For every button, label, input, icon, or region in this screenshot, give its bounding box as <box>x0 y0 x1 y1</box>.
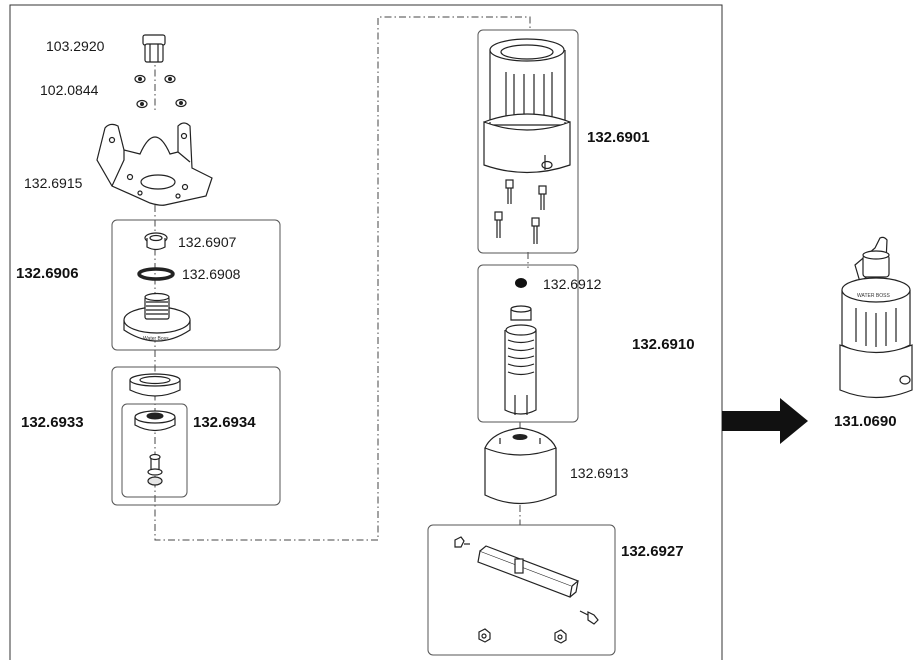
label-132-6908: 132.6908 <box>182 266 241 282</box>
assembly-arrow <box>722 398 808 444</box>
label-132-6913: 132.6913 <box>570 465 629 481</box>
label-132-6915: 132.6915 <box>24 175 83 191</box>
group-box-132-6934 <box>121 403 188 498</box>
label-132-6912: 132.6912 <box>543 276 602 292</box>
base-embossed-text: Water Boss <box>143 336 169 342</box>
screw-set <box>494 179 547 244</box>
label-132-6933: 132.6933 <box>21 414 84 431</box>
housing-132-6913 <box>484 427 557 504</box>
assembly-embossed-text: WATER BOSS <box>857 293 890 299</box>
group-box-132-6933 <box>111 366 281 506</box>
seal-part-132-6912 <box>515 278 527 288</box>
nut-set-102-0844 <box>134 74 187 109</box>
diagram-frame <box>9 4 723 660</box>
group-box-132-6901 <box>477 29 579 254</box>
o-ring-132-6908 <box>137 267 175 281</box>
mounting-bracket-132-6915 <box>96 122 213 206</box>
label-132-6907: 132.6907 <box>178 234 237 250</box>
probe-132-6910 <box>504 305 537 415</box>
group-box-132-6910 <box>477 264 579 423</box>
sensor-cage-132-6901 <box>483 38 571 174</box>
group-box-132-6927 <box>427 524 616 656</box>
label-132-6927: 132.6927 <box>621 543 684 560</box>
cap-ring-132-6933 <box>129 373 181 397</box>
base-part-132-6906: Water Boss <box>123 292 191 342</box>
assembled-unit-131-0690: WATER BOSS <box>839 236 913 399</box>
label-102-0844: 102.0844 <box>40 82 99 98</box>
rail-132-6927 <box>454 536 599 644</box>
label-132-6901: 132.6901 <box>587 129 650 146</box>
label-131-0690: 131.0690 <box>834 413 897 430</box>
label-103-2920: 103.2920 <box>46 38 105 54</box>
label-132-6934: 132.6934 <box>193 414 256 431</box>
group-box-132-6906 <box>111 219 281 351</box>
label-132-6906: 132.6906 <box>16 265 79 282</box>
insert-part-132-6934 <box>134 410 176 486</box>
fitting-part-103-2920 <box>142 34 166 63</box>
label-132-6910: 132.6910 <box>632 336 695 353</box>
fitting-part-132-6907 <box>144 232 168 251</box>
